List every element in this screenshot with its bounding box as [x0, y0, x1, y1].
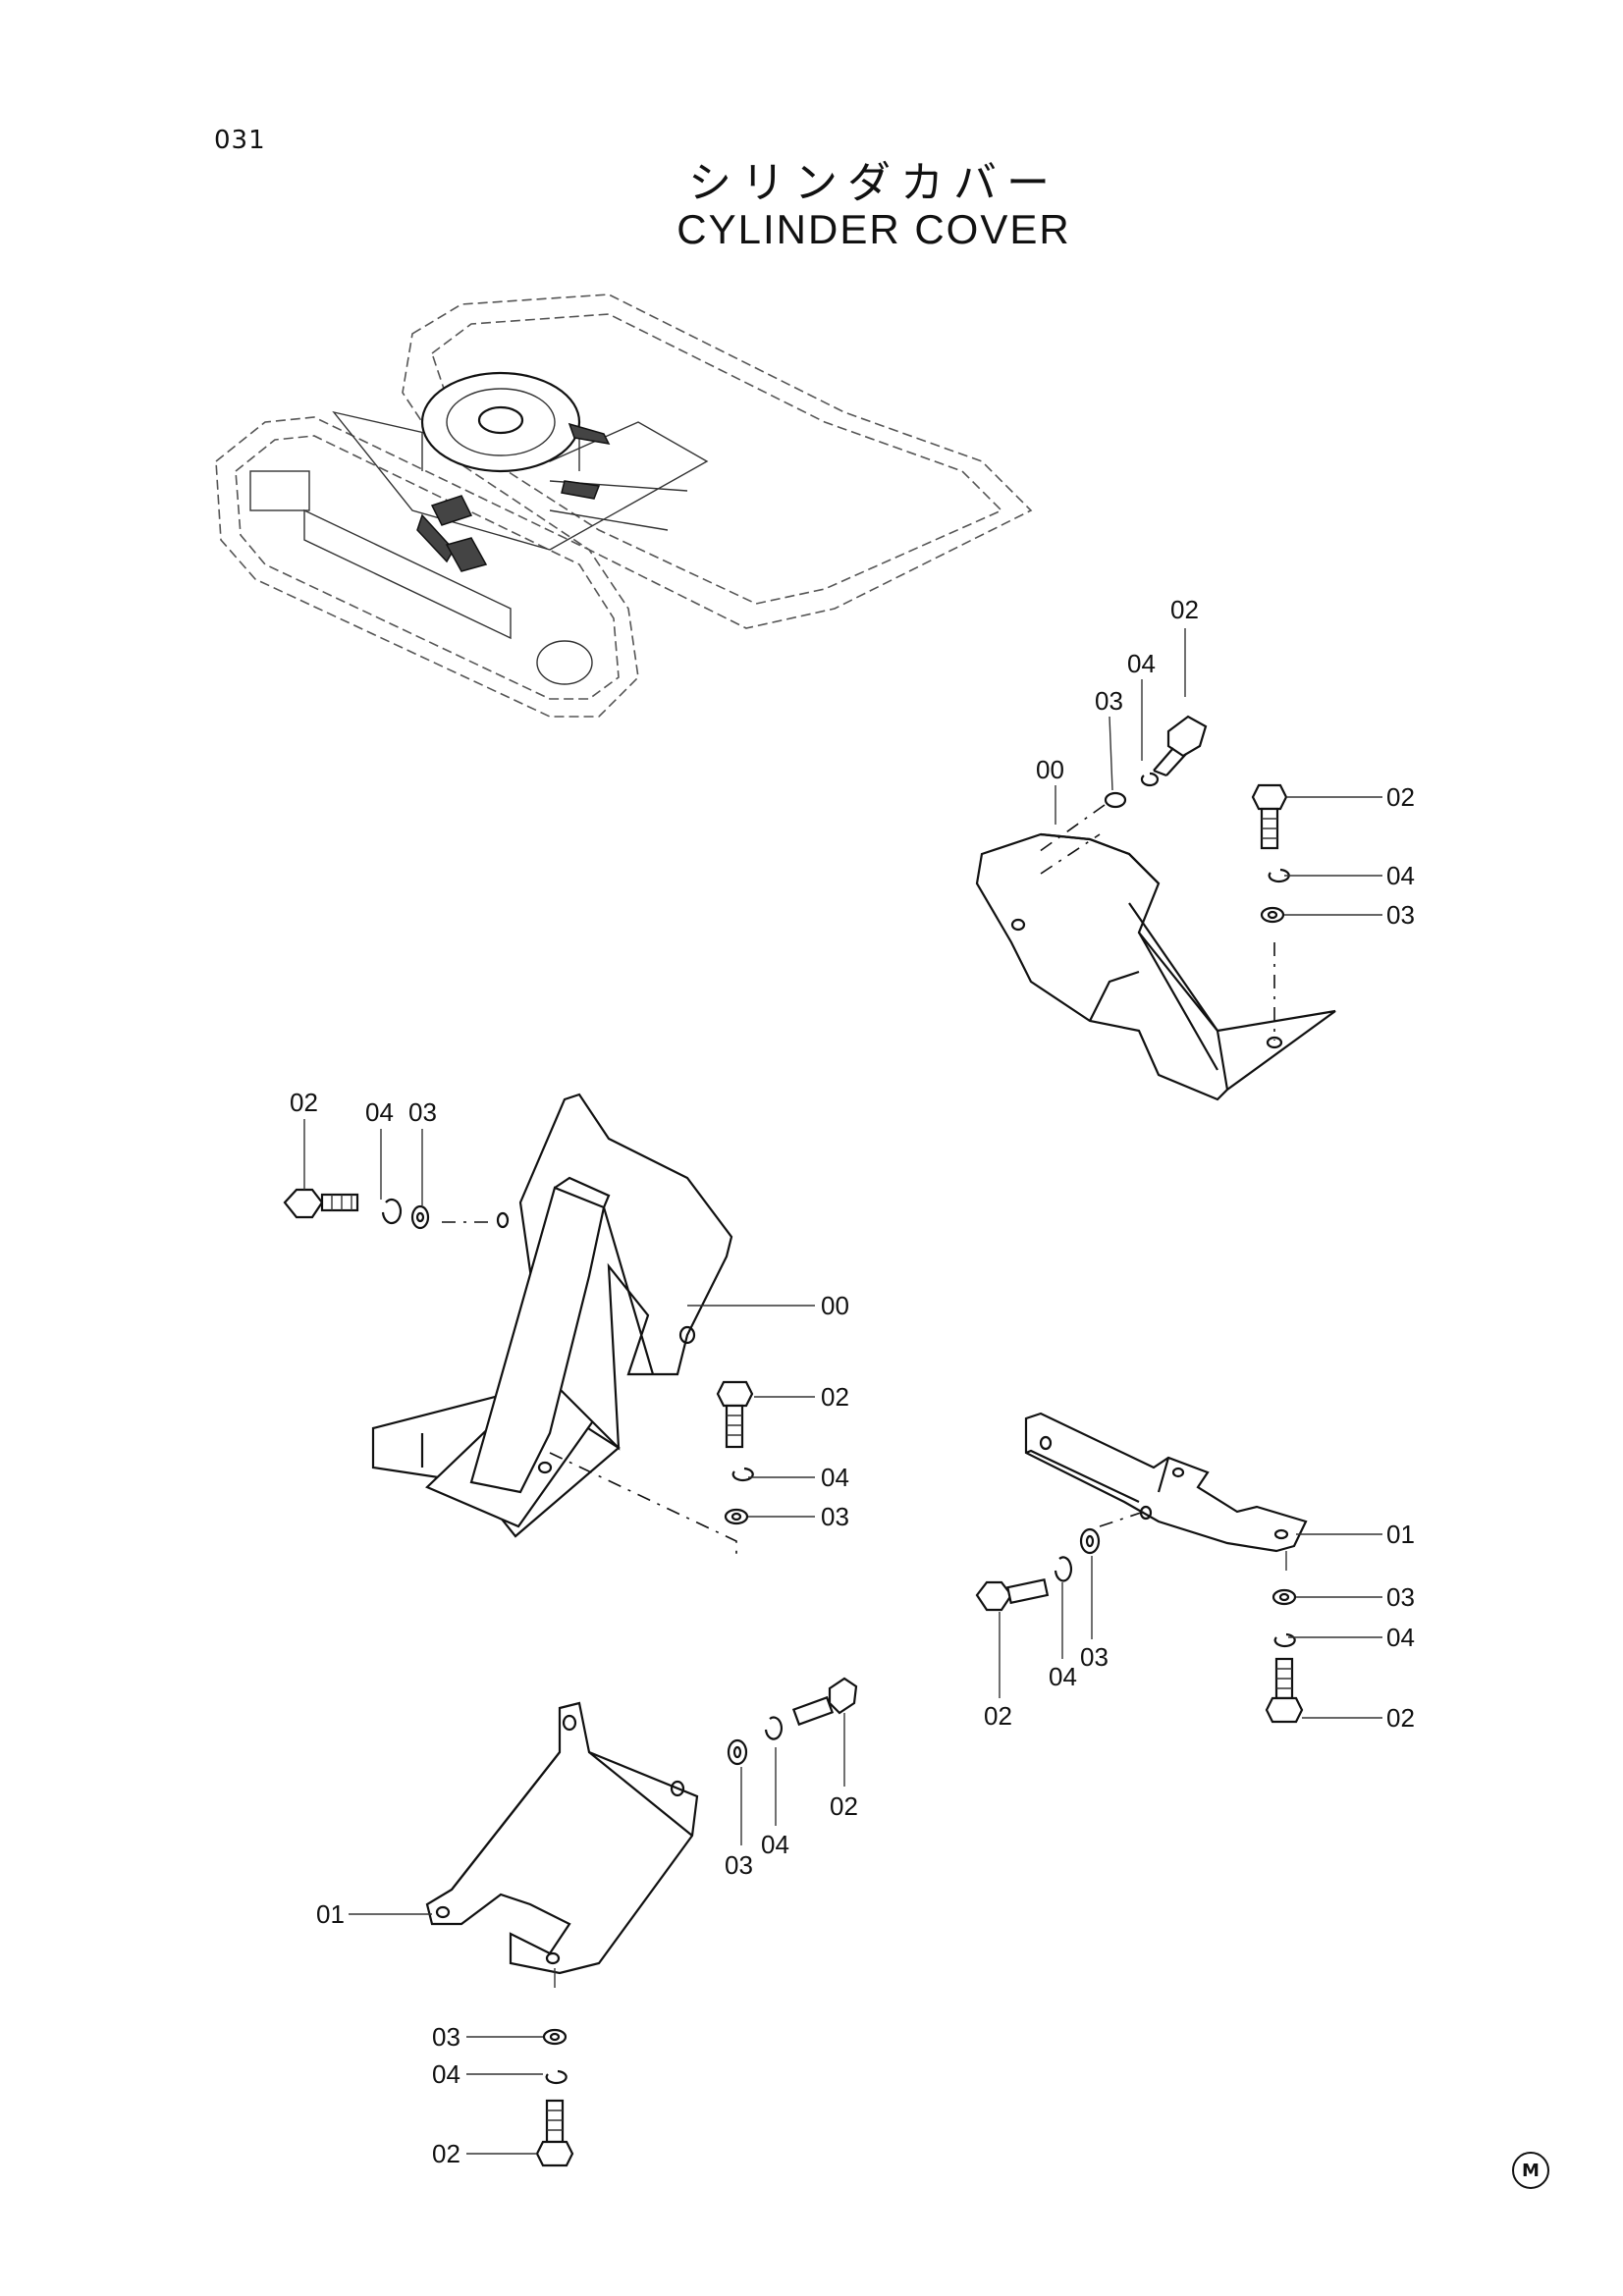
- callout-label: 00: [821, 1291, 849, 1320]
- callout-label: 04: [821, 1463, 849, 1492]
- undercarriage-overview: [215, 294, 1033, 718]
- callout-label: 03: [1386, 1582, 1415, 1612]
- callout-label: 02: [1386, 782, 1415, 812]
- assembly-c: [975, 1412, 1382, 1724]
- callout-label: 02: [1386, 1703, 1415, 1733]
- assembly-a: [975, 628, 1382, 1101]
- callout-label: 02: [821, 1382, 849, 1412]
- callout-label: 04: [432, 2059, 460, 2089]
- callout-label: 03: [432, 2022, 460, 2052]
- callout-label: 04: [365, 1097, 394, 1127]
- callout-label: 04: [1049, 1662, 1077, 1691]
- callout-label: 03: [725, 1850, 753, 1880]
- callout-label: 04: [761, 1830, 789, 1859]
- callout-label: 02: [830, 1791, 858, 1821]
- page-number: 031: [214, 126, 266, 155]
- callout-label: 03: [1386, 900, 1415, 930]
- title-japanese: シリンダカバー: [688, 158, 1059, 208]
- callout-label: 02: [290, 1088, 318, 1117]
- callout-label: 04: [1127, 649, 1156, 678]
- callout-label: 02: [432, 2139, 460, 2168]
- callout-labels: 02 04 03 00 02 04 03 02 04 03 00 02 04 0…: [290, 595, 1415, 2168]
- callout-label: 03: [821, 1502, 849, 1531]
- callout-label: 00: [1036, 755, 1064, 784]
- manufacturer-mark: M: [1512, 2152, 1549, 2189]
- assembly-d: [349, 1677, 858, 2167]
- callout-label: 03: [1080, 1642, 1109, 1672]
- callout-label: 04: [1386, 1623, 1415, 1652]
- callout-label: 01: [316, 1899, 345, 1929]
- callout-label: 03: [408, 1097, 437, 1127]
- title-english: CYLINDER COVER: [676, 206, 1071, 252]
- callout-label: 04: [1386, 861, 1415, 890]
- assembly-b: [283, 1093, 815, 1561]
- callout-label: 01: [1386, 1520, 1415, 1549]
- callout-label: 02: [1170, 595, 1199, 624]
- callout-label: 03: [1095, 686, 1123, 716]
- callout-label: 02: [984, 1701, 1012, 1731]
